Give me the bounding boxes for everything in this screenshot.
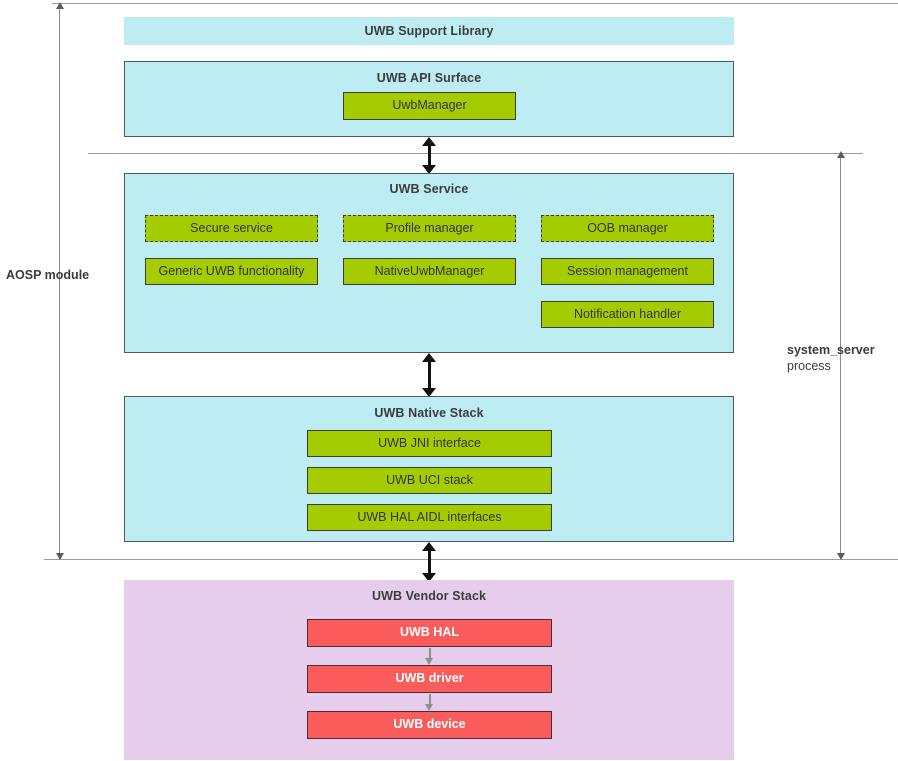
block-generic-uwb-functionality[interactable]: Generic UWB functionality	[145, 258, 318, 285]
api-to-service-arrow	[422, 137, 436, 174]
block-uwb-hal[interactable]: UWB HAL	[307, 619, 552, 647]
native-to-vendor-arrow	[422, 542, 436, 582]
block-session-management[interactable]: Session management	[541, 258, 714, 285]
aosp-module-label: AOSP module	[6, 268, 116, 284]
aosp-span-arrow-top	[55, 2, 64, 9]
block-secure-service[interactable]: Secure service	[145, 215, 318, 242]
top-boundary-rule	[52, 3, 898, 4]
block-profile-manager[interactable]: Profile manager	[343, 215, 516, 242]
system-server-label-text: system_server	[787, 343, 875, 357]
system-server-span-arrow-top	[836, 151, 845, 158]
block-uwb-hal-aidl-interfaces[interactable]: UWB HAL AIDL interfaces	[307, 504, 552, 531]
uwb-service-title: UWB Service	[389, 182, 469, 196]
system-server-span-line	[840, 156, 841, 559]
uwb-vendor-stack-title: UWB Vendor Stack	[371, 589, 487, 603]
uwb-native-stack-title: UWB Native Stack	[374, 406, 484, 420]
block-uwb-manager[interactable]: UwbManager	[343, 92, 516, 120]
uwb-api-surface-title: UWB API Surface	[376, 71, 482, 85]
block-native-uwb-manager[interactable]: NativeUwbManager	[343, 258, 516, 285]
service-to-native-arrow	[422, 353, 436, 397]
block-oob-manager[interactable]: OOB manager	[541, 215, 714, 242]
uwb-support-library-panel: UWB Support Library	[124, 17, 734, 45]
aosp-span-arrow-bottom	[55, 553, 64, 560]
block-uwb-uci-stack[interactable]: UWB UCI stack	[307, 467, 552, 494]
api-service-boundary-rule	[88, 153, 863, 154]
block-notification-handler[interactable]: Notification handler	[541, 301, 714, 328]
system-server-span-arrow-bottom	[836, 553, 845, 560]
driver-to-device-arrow	[425, 694, 434, 711]
block-uwb-jni-interface[interactable]: UWB JNI interface	[307, 430, 552, 457]
uwb-support-library-title: UWB Support Library	[364, 24, 494, 38]
block-uwb-driver[interactable]: UWB driver	[307, 665, 552, 693]
aosp-module-label-text: AOSP module	[6, 268, 90, 282]
system-server-process-label: system_server process	[787, 343, 898, 374]
block-uwb-device[interactable]: UWB device	[307, 711, 552, 739]
hal-to-driver-arrow	[425, 648, 434, 665]
bottom-boundary-rule	[44, 559, 898, 560]
aosp-span-line	[59, 6, 60, 559]
process-label-text: process	[787, 358, 831, 373]
